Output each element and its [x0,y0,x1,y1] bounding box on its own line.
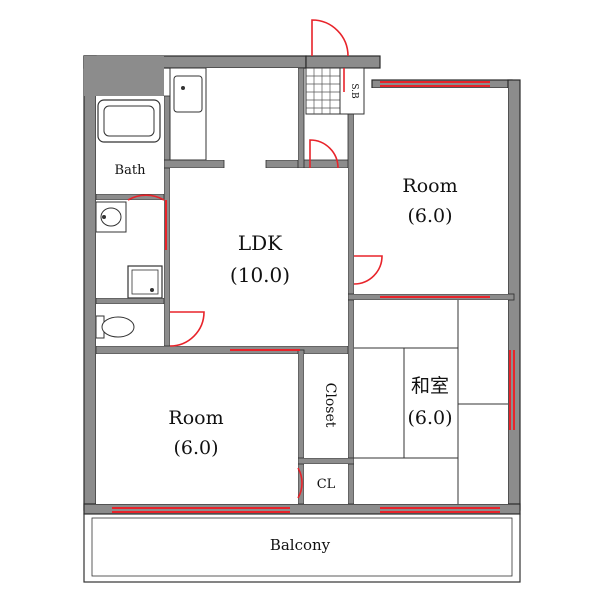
washitsu-label: 和室 [411,375,449,397]
washbasin-icon [95,201,127,233]
washing-machine-pan-icon [127,265,163,299]
ldk-size: (10.0) [230,263,290,287]
bath-label: Bath [115,163,147,178]
kitchen-sink-icon [169,67,207,161]
floor-areas [96,68,508,504]
balcony-label: Balcony [270,536,331,554]
sb-label: S.B [349,83,359,99]
bathtub-icon [97,99,161,143]
washitsu-size: (6.0) [407,407,452,429]
room-ne-size: (6.0) [407,205,452,227]
ldk-label: LDK [238,231,283,255]
room-sw-label: Room [168,407,223,429]
toilet-icon [95,315,135,339]
balcony-area [83,513,521,583]
windows [112,81,515,513]
walls [83,55,521,515]
tatami-mats [354,300,508,504]
room-ne-label: Room [402,175,457,197]
room-sw-size: (6.0) [173,437,218,459]
cl-label: CL [317,477,336,492]
closet-label: Closet [322,383,338,428]
door-swings [127,19,383,499]
